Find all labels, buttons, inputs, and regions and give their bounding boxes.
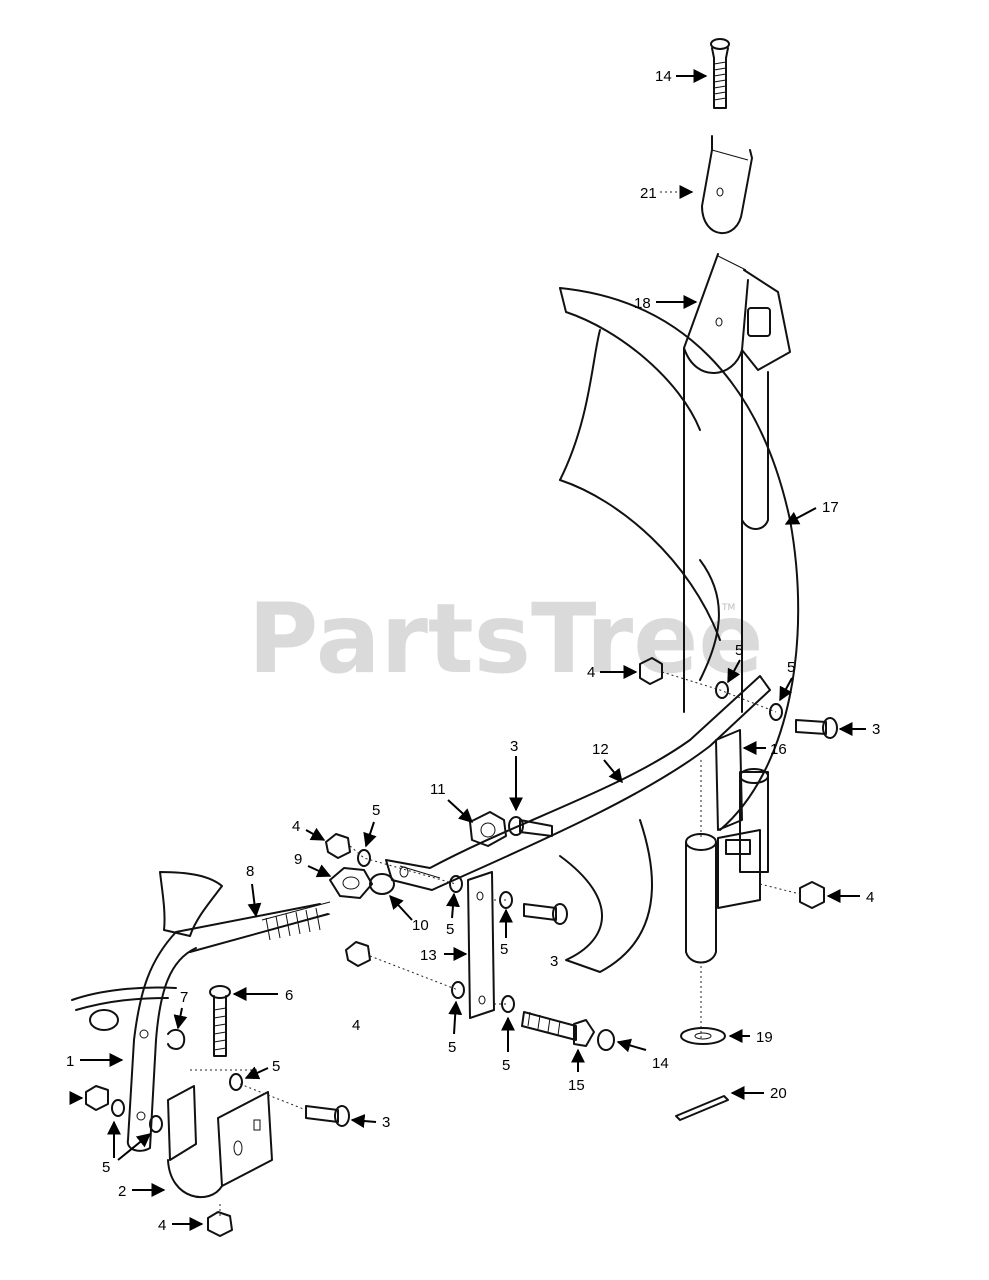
screw-3c xyxy=(523,903,568,925)
nut-4a xyxy=(639,657,663,685)
part-11-bushing xyxy=(469,811,507,847)
callout-2: 2 xyxy=(118,1183,126,1200)
nut-4d xyxy=(345,941,371,967)
part-9-nut xyxy=(329,867,395,899)
callout-8: 8 xyxy=(246,863,254,880)
part-16-bracket xyxy=(715,729,769,909)
part-3-screws xyxy=(305,717,838,1127)
callout-17: 17 xyxy=(822,499,839,516)
part-8-lever xyxy=(71,871,331,1152)
callout-10: 10 xyxy=(412,917,429,934)
callout-5-mid: 5 xyxy=(372,802,380,819)
screw-3b xyxy=(508,816,553,837)
part-7-clip xyxy=(167,1028,186,1050)
callout-11: 11 xyxy=(430,781,446,798)
callout-5-bracket: 5 xyxy=(272,1058,280,1075)
callout-13: 13 xyxy=(420,947,437,964)
callout-3-lowmid: 3 xyxy=(550,953,558,970)
part-15-bolt xyxy=(521,1011,615,1051)
screw-3d xyxy=(305,1105,350,1127)
callout-21: 21 xyxy=(640,185,657,202)
watermark: PartsTree TM xyxy=(248,583,763,695)
callout-5-plate-b: 5 xyxy=(500,941,508,958)
part-4-nuts xyxy=(85,657,825,1237)
part-19-washer xyxy=(680,1027,726,1045)
nut-4b xyxy=(325,833,351,859)
callout-4-lowleft: 4 xyxy=(352,1017,360,1034)
callout-3-lowleft: 3 xyxy=(382,1114,390,1131)
callout-4-leftmid: 4 xyxy=(292,818,300,835)
callout-7: 7 xyxy=(180,989,188,1006)
callout-19: 19 xyxy=(756,1029,773,1046)
part-14-top-screw xyxy=(710,38,730,109)
part-21-insert xyxy=(701,135,753,235)
part-6-screw xyxy=(209,985,231,1057)
callout-5-lowright: 5 xyxy=(502,1057,510,1074)
callout-3-mid: 3 xyxy=(510,738,518,755)
part-17-blade xyxy=(559,287,800,973)
part-18-upper-tube xyxy=(683,253,791,374)
callout-18: 18 xyxy=(634,295,651,312)
part-5-washers xyxy=(111,681,783,1133)
callout-9: 9 xyxy=(294,851,302,868)
part-2-bracket xyxy=(167,1069,273,1199)
callout-4-right: 4 xyxy=(866,889,874,906)
callout-15: 15 xyxy=(568,1077,585,1094)
nut-4f xyxy=(85,1085,109,1111)
callout-4-bottom: 4 xyxy=(158,1217,166,1234)
callout-3-right: 3 xyxy=(872,721,880,738)
callout-12: 12 xyxy=(592,741,609,758)
callout-16: 16 xyxy=(770,741,787,758)
nut-4c xyxy=(799,881,825,909)
callout-14-top: 14 xyxy=(655,68,672,85)
callout-20: 20 xyxy=(770,1085,787,1102)
screw-3a xyxy=(795,717,838,739)
part-handle-tubes xyxy=(683,347,769,713)
callouts: 14 21 18 17 4 5 5 3 16 3 12 11 4 xyxy=(66,68,880,1234)
callout-6: 6 xyxy=(285,987,293,1004)
callout-5-bottomleft: 5 xyxy=(102,1159,110,1176)
part-13-plate xyxy=(467,871,495,1019)
assembly-lines xyxy=(219,671,801,1216)
callout-4-upper: 4 xyxy=(587,664,595,681)
parts-drawing xyxy=(71,38,838,1237)
callout-5-upper-b: 5 xyxy=(787,659,795,676)
watermark-text: PartsTree xyxy=(248,583,763,695)
callout-5-lowplate: 5 xyxy=(448,1039,456,1056)
nut-4e xyxy=(207,1211,233,1237)
callout-1: 1 xyxy=(66,1053,74,1070)
part-lower-post xyxy=(685,760,717,1040)
part-12-bar xyxy=(385,675,771,891)
callout-5-upper-a: 5 xyxy=(735,642,743,659)
callout-5-plate-a: 5 xyxy=(446,921,454,938)
part-20-pin xyxy=(675,1095,729,1121)
watermark-tm: TM xyxy=(721,603,735,613)
callout-14-lower: 14 xyxy=(652,1055,669,1072)
